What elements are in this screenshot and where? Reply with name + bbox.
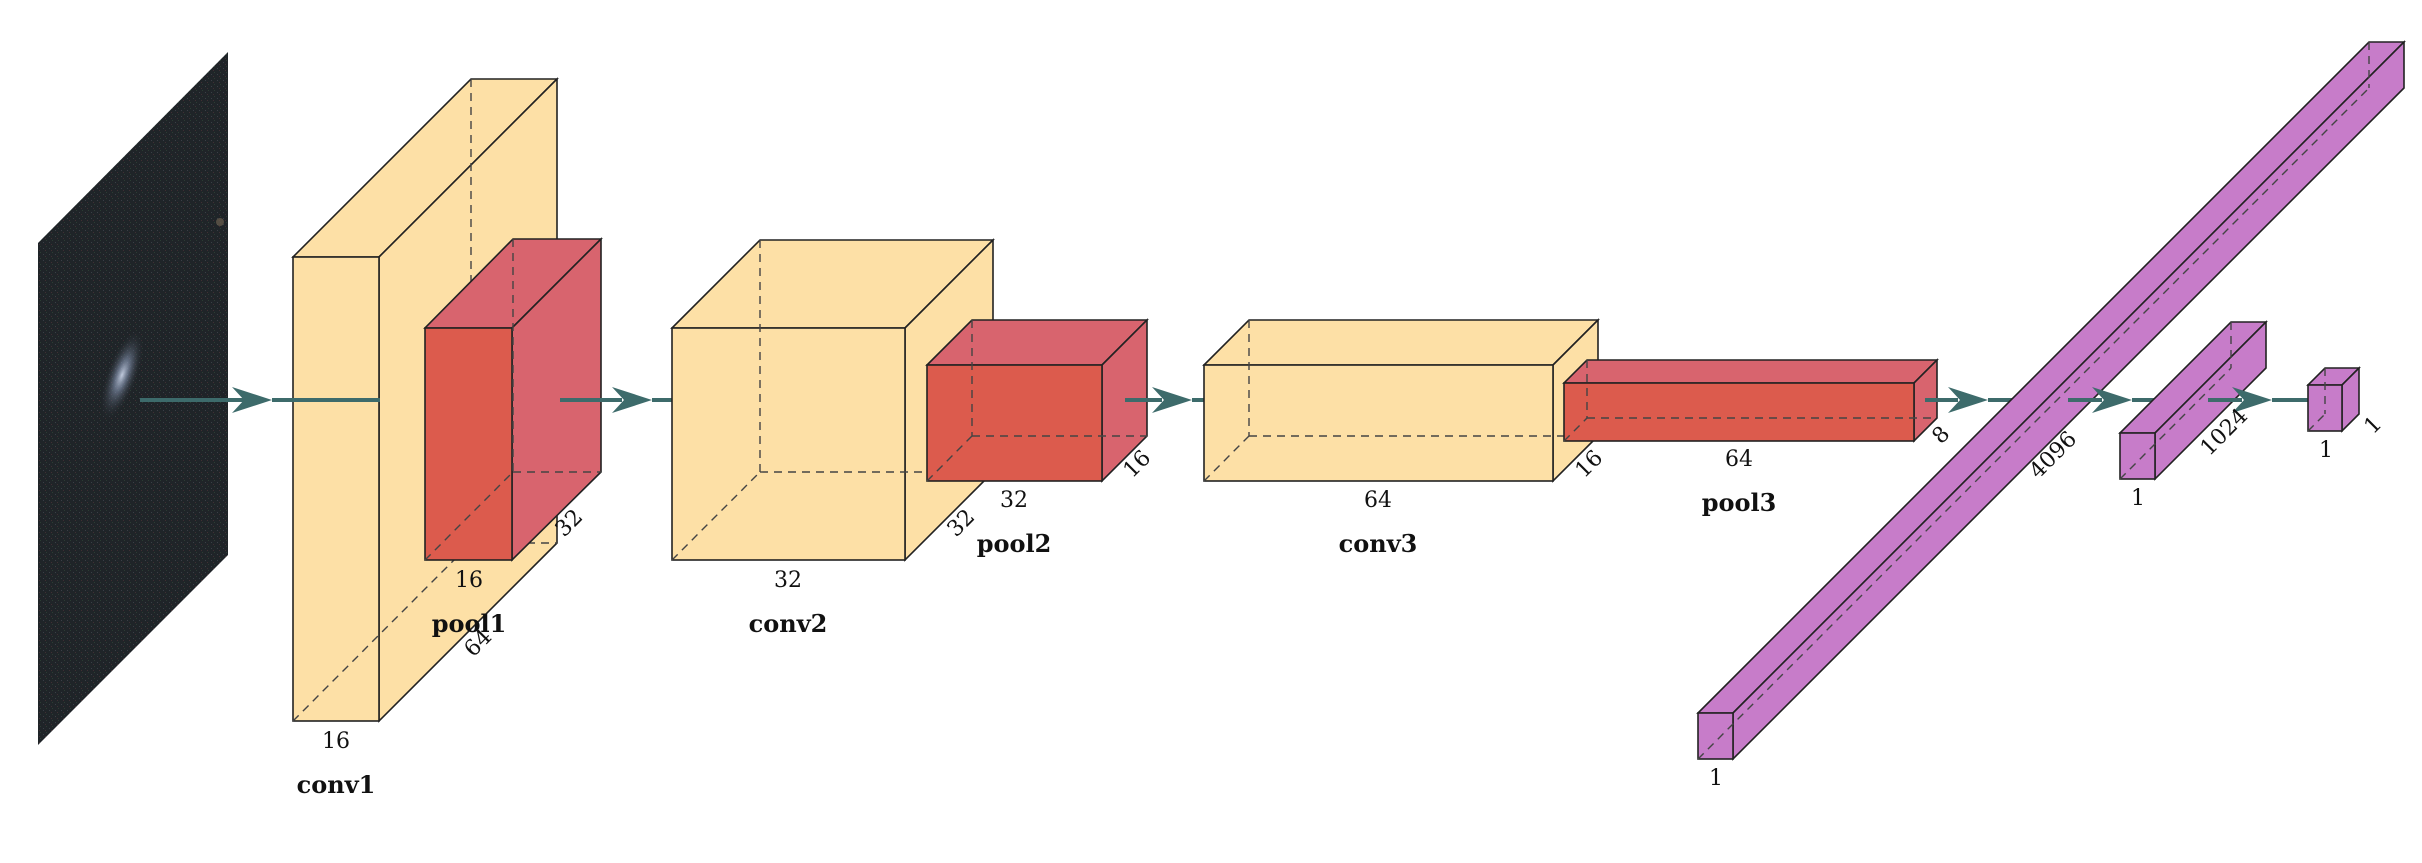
conv3-width-label: 64 — [1364, 488, 1392, 513]
fc1-front — [1698, 713, 1733, 759]
pool2-front — [927, 365, 1102, 481]
conv3-block — [1204, 320, 1598, 481]
conv1-width-label: 16 — [322, 729, 350, 754]
conv2-name-label: conv2 — [749, 609, 828, 638]
fc3-block — [2308, 368, 2359, 431]
conv3-top — [1204, 320, 1598, 365]
pool3-front — [1564, 383, 1914, 441]
pool3-name-label: pool3 — [1702, 488, 1777, 517]
pool1-front — [425, 328, 512, 560]
pool3-top — [1564, 360, 1937, 383]
fc1-width-label: 1 — [1709, 766, 1723, 791]
conv1-front — [293, 257, 379, 721]
conv3-name-label: conv3 — [1339, 529, 1418, 558]
fc2-front — [2120, 433, 2155, 479]
fc3-depth-label: 1 — [2360, 412, 2388, 440]
pool2-block — [927, 320, 1147, 481]
pool3-width-label: 64 — [1725, 447, 1753, 472]
pool3-block — [1564, 360, 1937, 441]
pool3-depth-label: 8 — [1928, 422, 1956, 450]
conv1-name-label: conv1 — [297, 770, 376, 799]
fc3-front — [2308, 385, 2342, 431]
conv2-width-label: 32 — [774, 568, 802, 593]
fc2-width-label: 1 — [2131, 486, 2145, 511]
conv3-front — [1204, 365, 1553, 481]
pool1-width-label: 16 — [455, 568, 483, 593]
pool1-name-label: pool1 — [432, 609, 507, 638]
pool2-width-label: 32 — [1000, 488, 1028, 513]
pool2-name-label: pool2 — [977, 529, 1052, 558]
fc3-width-label: 1 — [2319, 438, 2333, 463]
